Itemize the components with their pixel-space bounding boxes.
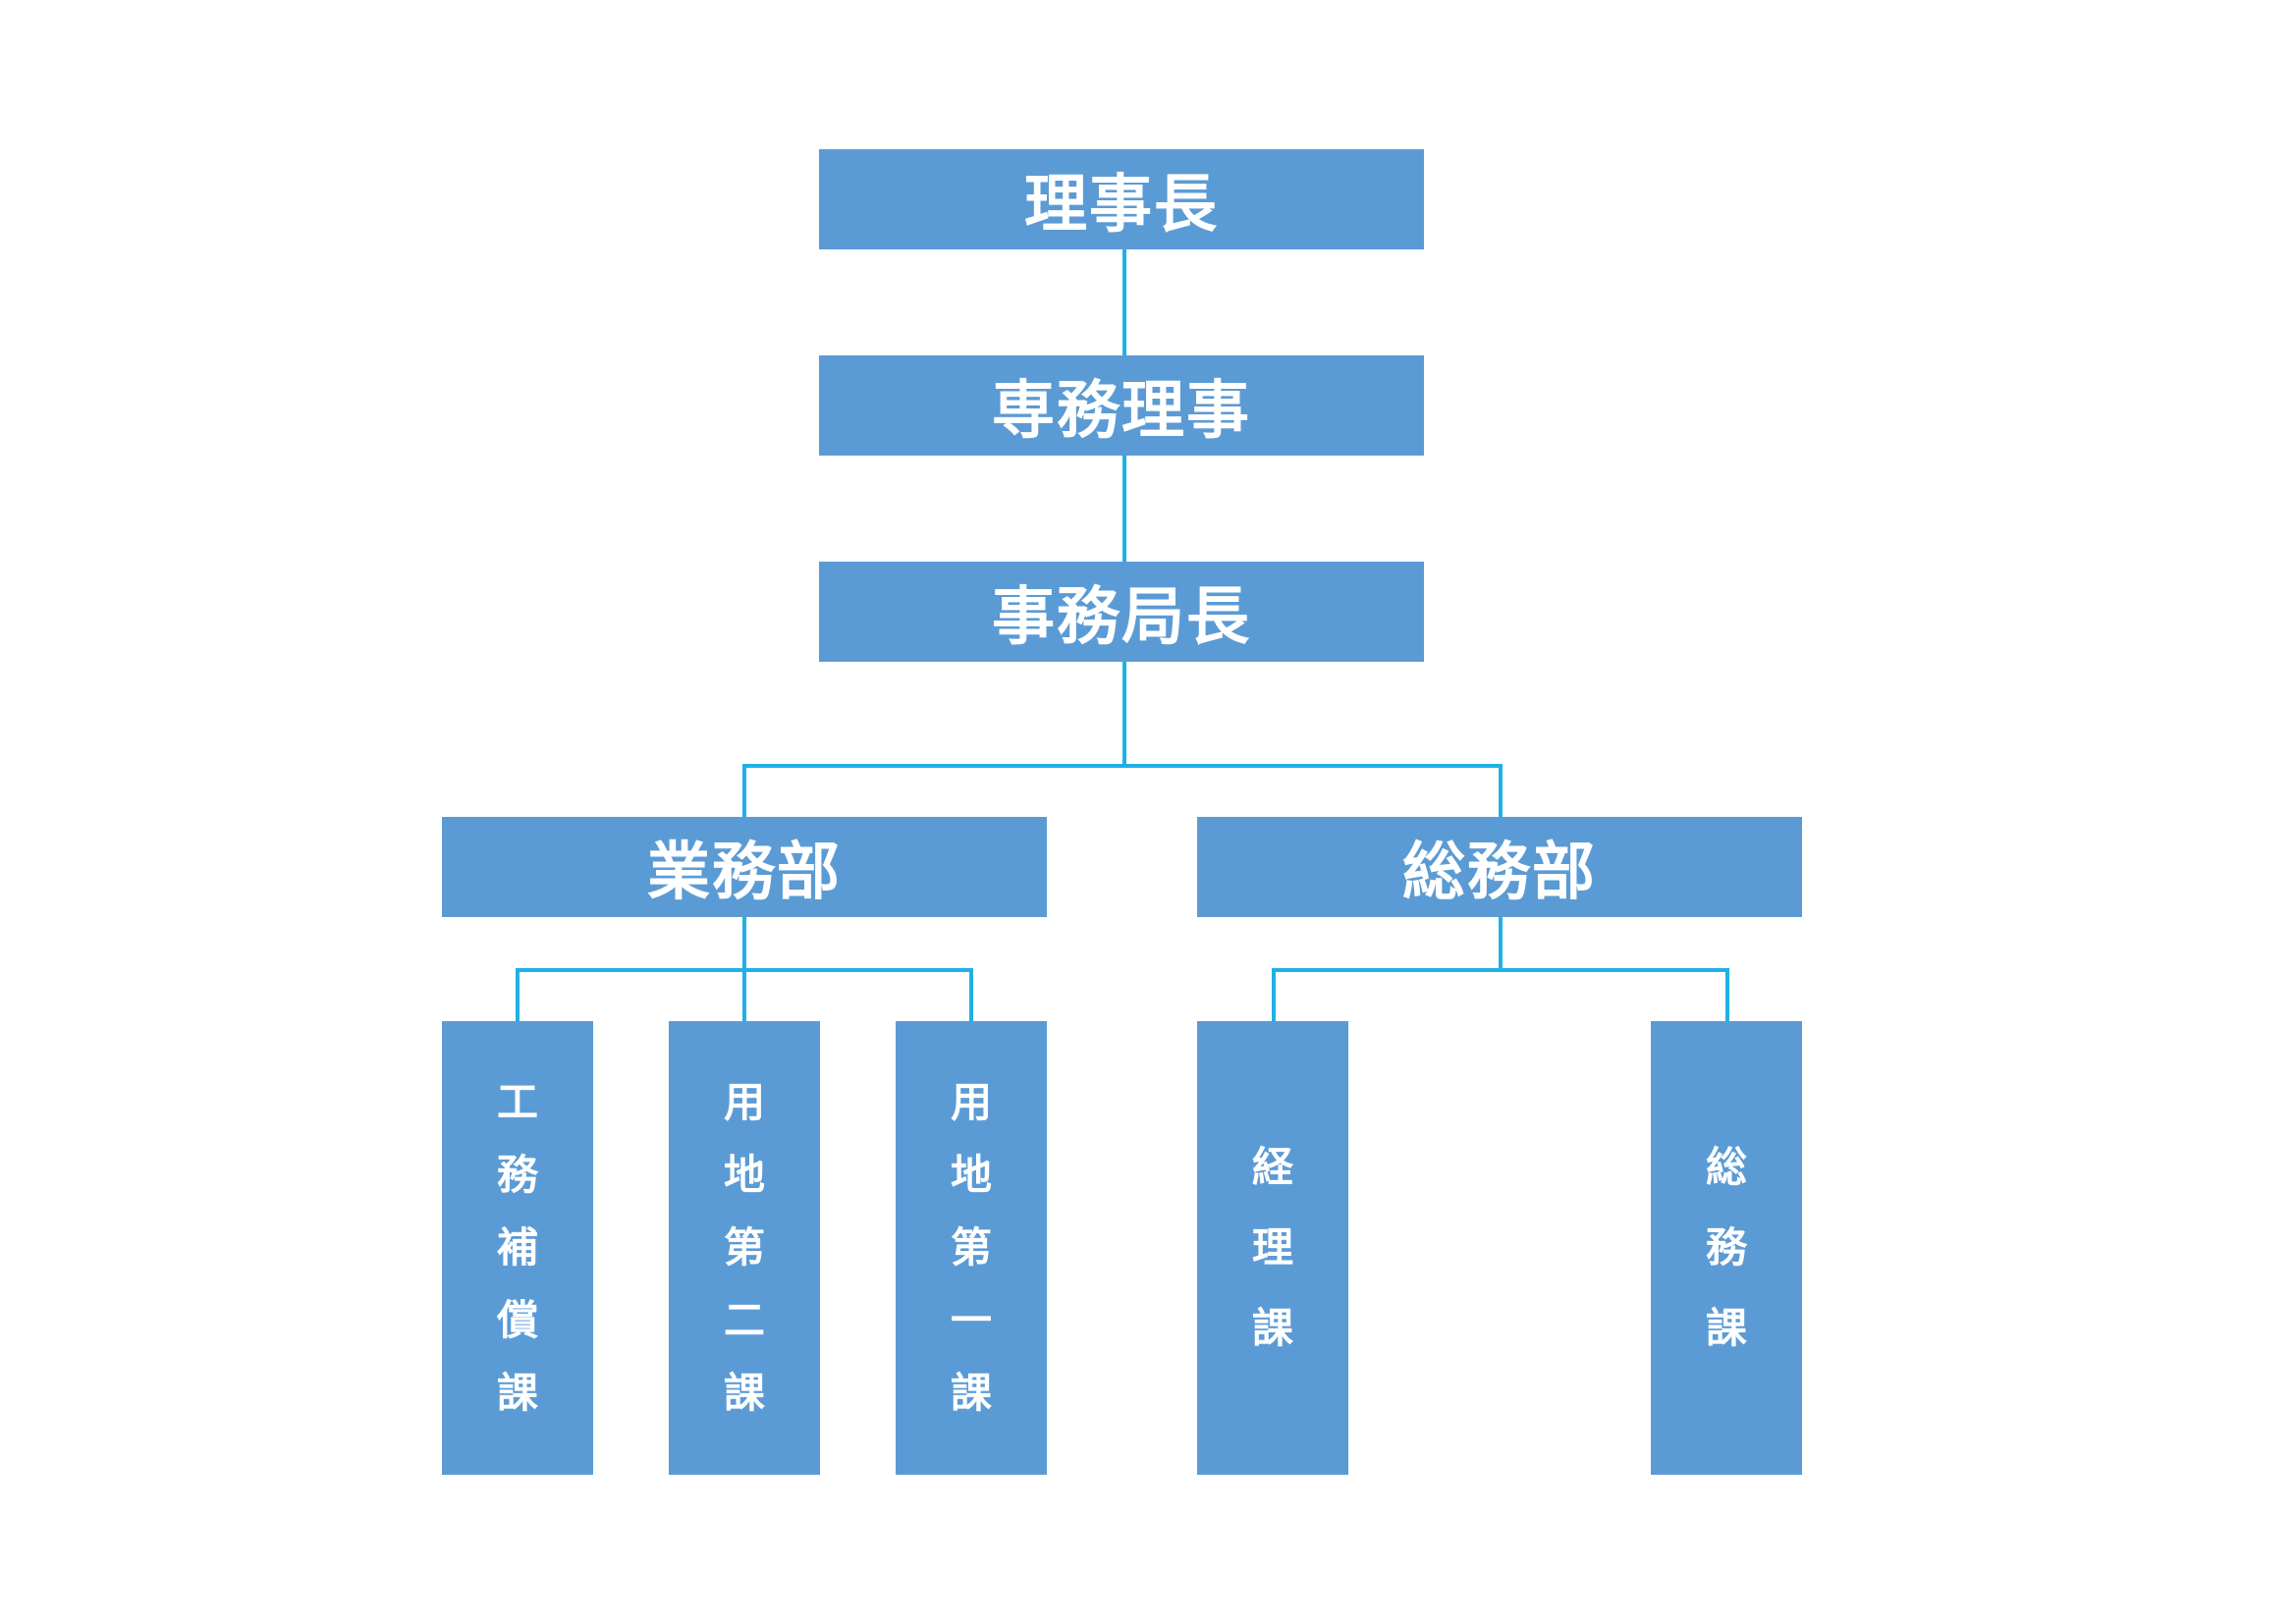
section-char: 課 [723,1369,765,1417]
section-char: 補 [496,1223,538,1272]
section-char: 償 [496,1296,538,1344]
section-char: 課 [950,1369,992,1417]
connector-line [1499,764,1503,817]
connector-line [742,968,746,1021]
section-char: 二 [723,1296,765,1344]
section-char: 務 [496,1151,538,1199]
business-dept-box: 業務部 [442,817,1047,917]
accounting-section-box: 経 理 課 [1197,1021,1348,1475]
connector-line [742,917,746,972]
managing-director-label: 専務理事 [992,375,1251,448]
chairman-box: 理事長 [819,149,1424,249]
connector-line [516,968,519,1021]
land-first-section-box: 用 地 第 一 課 [896,1021,1047,1475]
section-char: 務 [1705,1223,1747,1272]
connector-line [1122,662,1126,768]
general-affairs-dept-label: 総務部 [1402,837,1597,909]
section-char: 工 [496,1078,538,1126]
section-char: 課 [496,1369,538,1417]
section-char: 第 [723,1223,765,1272]
section-char: 地 [723,1151,765,1199]
section-char: 経 [1251,1143,1293,1191]
connector-line [1122,456,1126,562]
connector-line [969,968,973,1021]
construction-compensation-section-box: 工 務 補 償 課 [442,1021,593,1475]
chairman-label: 理事長 [1024,169,1219,242]
section-char: 用 [723,1078,765,1126]
connector-line [1499,917,1503,972]
section-char: 一 [950,1296,992,1344]
section-char: 用 [950,1078,992,1126]
secretary-general-label: 事務局長 [992,581,1251,654]
section-char: 総 [1705,1143,1747,1191]
general-affairs-dept-box: 総務部 [1197,817,1802,917]
section-char: 理 [1251,1223,1293,1272]
managing-director-box: 専務理事 [819,355,1424,456]
connector-line [742,764,1503,768]
general-affairs-section-box: 総 務 課 [1651,1021,1802,1475]
business-dept-label: 業務部 [647,837,842,909]
connector-line [1122,249,1126,355]
section-char: 課 [1251,1304,1293,1352]
section-char: 第 [950,1223,992,1272]
secretary-general-box: 事務局長 [819,562,1424,662]
connector-line [1725,968,1729,1021]
section-char: 地 [950,1151,992,1199]
land-second-section-box: 用 地 第 二 課 [669,1021,820,1475]
connector-line [1272,968,1729,972]
connector-line [1272,968,1276,1021]
section-char: 課 [1705,1304,1747,1352]
connector-line [742,764,746,817]
